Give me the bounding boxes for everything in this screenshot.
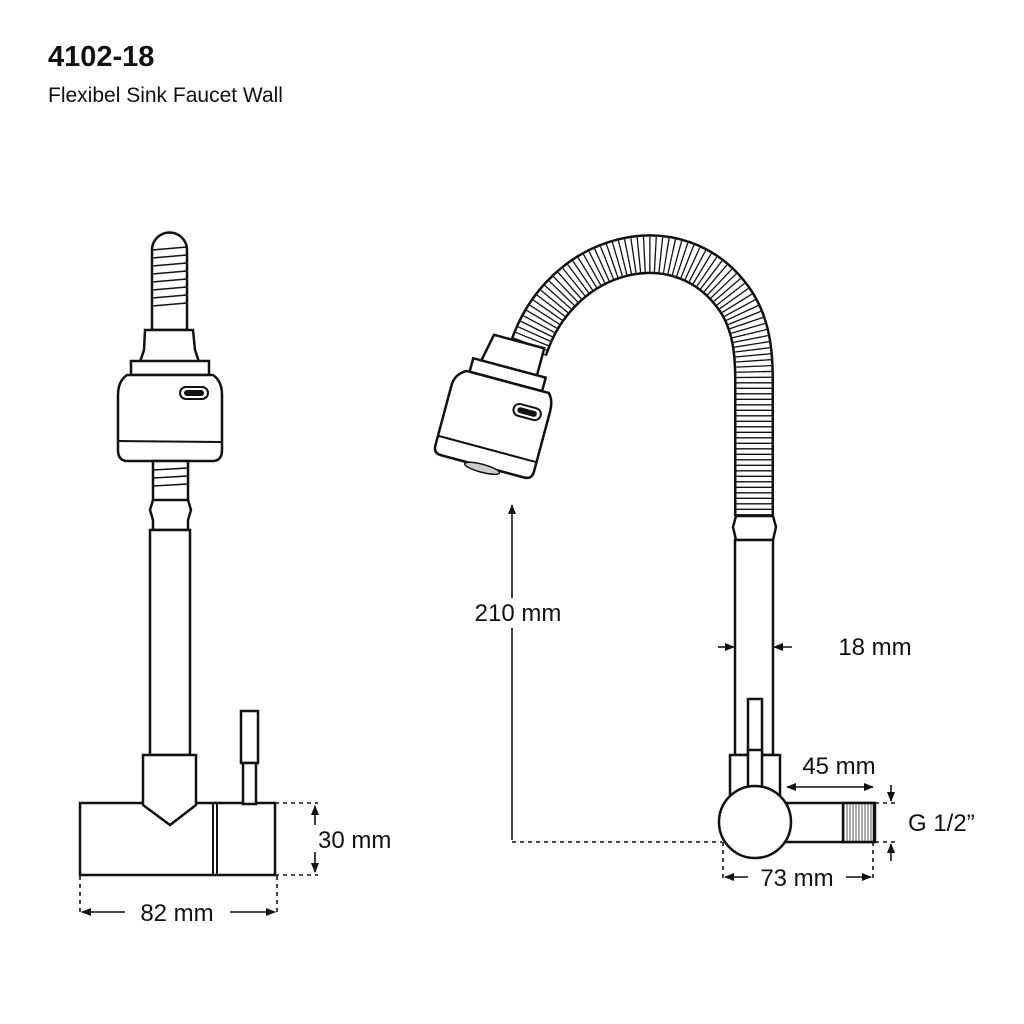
inlet-length-label: 45 mm [802,753,875,780]
total-depth-label: 73 mm [760,865,833,892]
base-height-label: 30 mm [318,827,391,854]
front-view-faucet [78,231,277,877]
dimension-base-width: 82 mm [79,876,278,927]
thread-label: G 1/2” [908,810,975,837]
model-number: 4102-18 [48,41,155,73]
dimension-inlet-length: 45 mm [786,753,876,791]
side-view-faucet [433,234,877,860]
dimension-thread: G 1/2” [875,785,975,861]
base-width-label: 82 mm [140,900,213,927]
spout-height-label: 210 mm [475,600,562,627]
dimension-pipe-diameter: 18 mm [718,634,912,661]
pipe-diameter-label: 18 mm [838,634,911,661]
product-description: Flexibel Sink Faucet Wall [48,84,283,107]
dimension-spout-height: 210 mm [470,504,722,843]
dimension-base-height: 30 mm [275,802,391,876]
dimension-total-depth: 73 mm [722,842,874,892]
